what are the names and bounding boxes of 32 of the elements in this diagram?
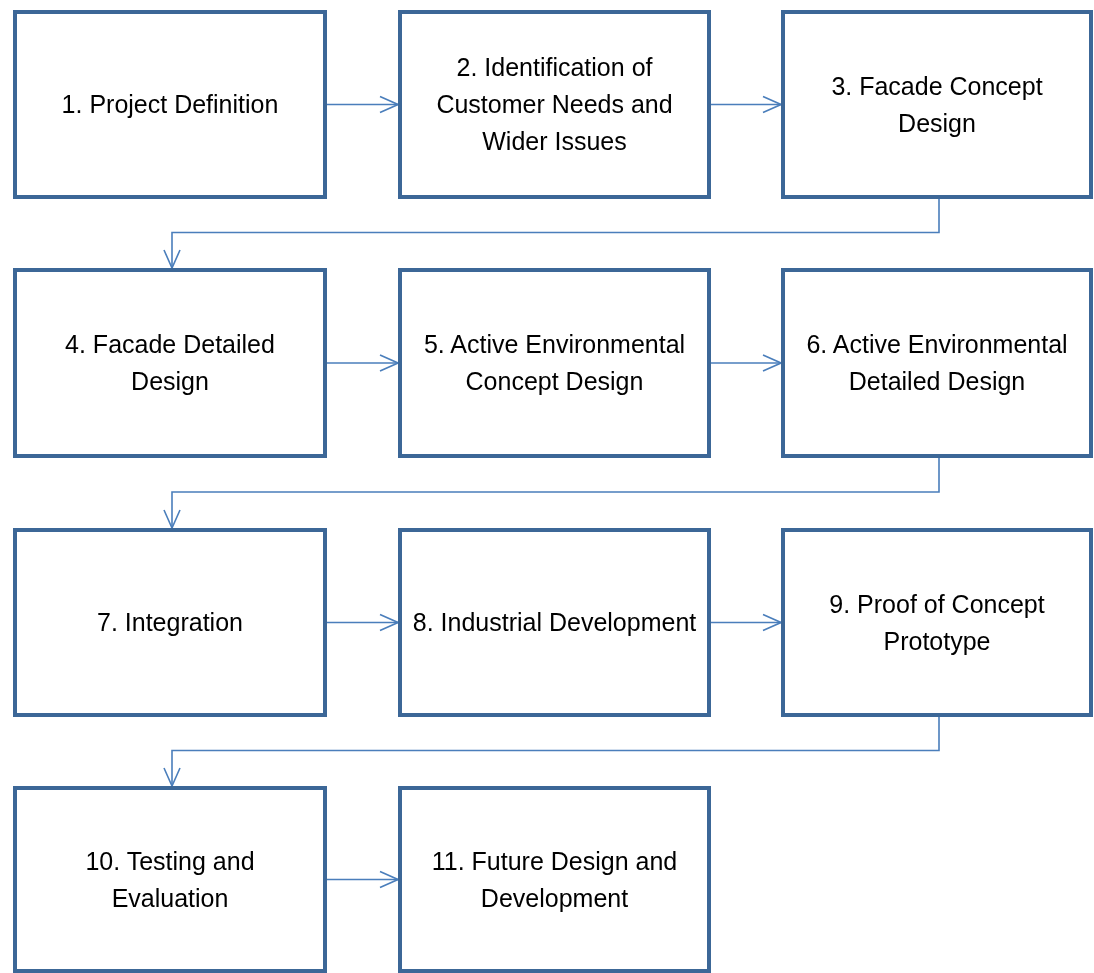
process-box <box>13 786 327 973</box>
step-label: 5. Active Environmental Concept Design <box>422 329 687 397</box>
process-box <box>781 10 1093 199</box>
arrow <box>326 870 399 889</box>
process-box <box>13 268 327 458</box>
process-box <box>398 10 711 199</box>
process-box <box>781 268 1093 458</box>
process-box <box>13 528 327 717</box>
step-label: 3. Facade Concept Design <box>830 70 1044 139</box>
process-box <box>398 786 711 973</box>
step-label: 11. Future Design and Development <box>430 845 679 914</box>
arrow <box>163 457 940 529</box>
process-box <box>398 268 711 458</box>
step-label: 10. Testing and Evaluation <box>84 845 256 914</box>
step-label: 7. Integration <box>97 607 243 638</box>
arrow <box>710 354 782 372</box>
step-label: 6. Active Environmental Detailed Design <box>805 329 1069 397</box>
arrow <box>326 354 399 372</box>
arrow <box>326 95 399 114</box>
step-label: 1. Project Definition <box>61 89 279 120</box>
arrow <box>326 613 399 632</box>
process-box <box>13 10 327 199</box>
step-label: 4. Facade Detailed Design <box>64 329 276 397</box>
step-label: 9. Proof of Concept Prototype <box>828 588 1046 657</box>
arrow <box>163 198 940 269</box>
step-label: 2. Identification of Customer Needs and Wider Issues <box>435 52 674 157</box>
process-box <box>398 528 711 717</box>
process-box <box>781 528 1093 717</box>
step-label: 8. Industrial Development <box>412 607 697 638</box>
arrow <box>163 716 940 787</box>
arrow <box>710 95 782 114</box>
arrow <box>710 613 782 632</box>
